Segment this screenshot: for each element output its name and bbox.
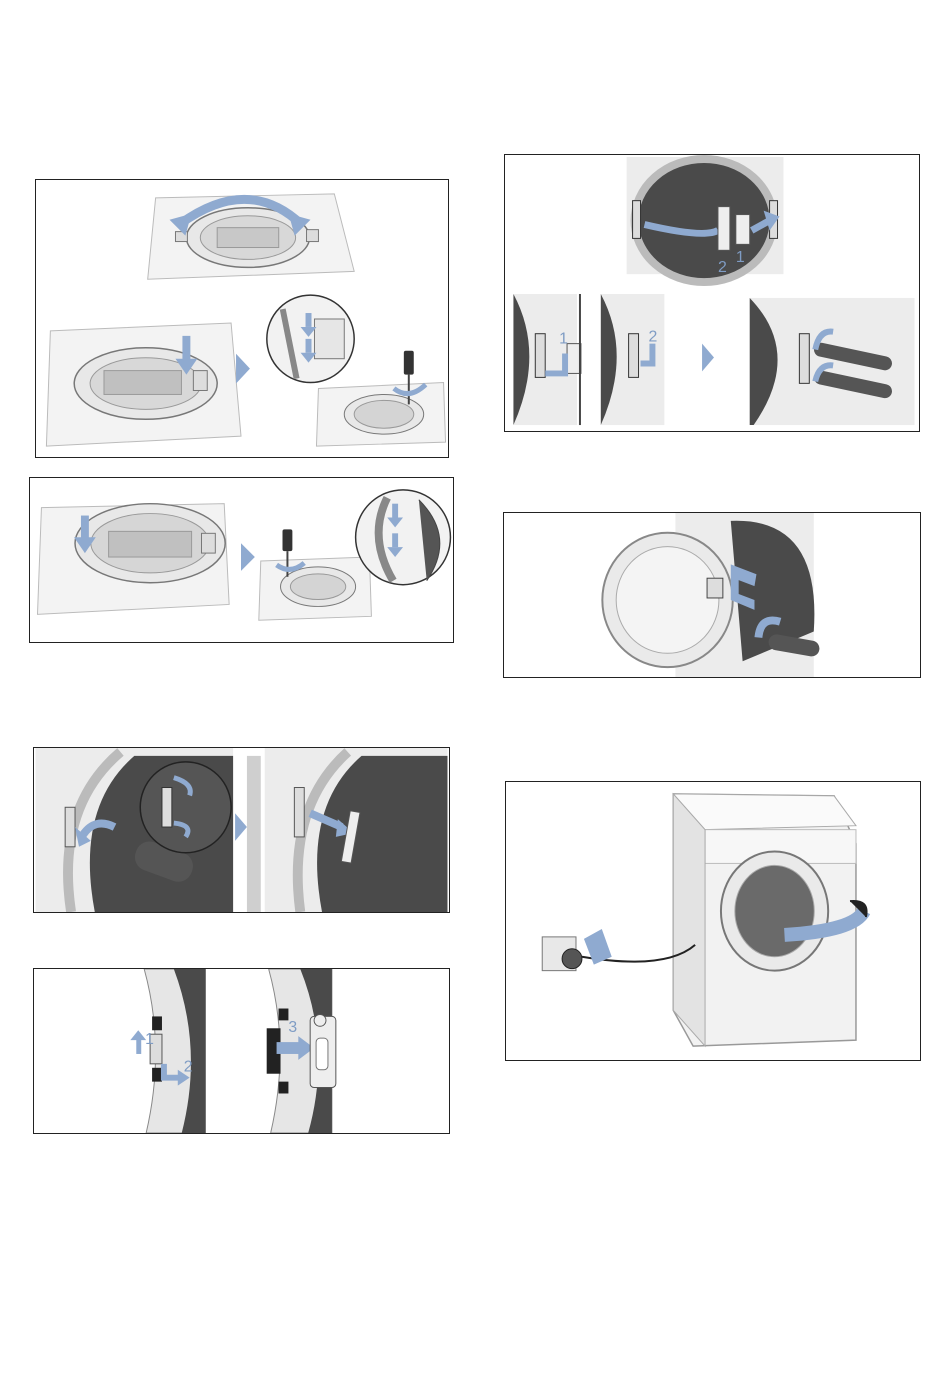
door-window-inner (109, 531, 192, 557)
press-arrow (392, 533, 398, 547)
step-number: 2 (184, 1059, 193, 1076)
panel-door-reattach (503, 512, 921, 678)
hinge-detail (162, 788, 172, 828)
hinge-plate (294, 788, 304, 837)
hinge-cover-slot (316, 1038, 328, 1070)
illustration-door-screw (30, 478, 453, 642)
hinge-slot (799, 334, 809, 384)
lift-arrow (136, 1038, 141, 1054)
step-chevron (235, 813, 247, 841)
panel-machine-finish (505, 781, 921, 1061)
separator (579, 294, 581, 425)
hinge-cover (567, 344, 581, 374)
door-glass (290, 574, 345, 600)
step-number: 1 (145, 1031, 154, 1048)
hinge-slot (629, 334, 639, 378)
slot (152, 1016, 162, 1030)
screwdriver-icon (283, 529, 293, 551)
door-window-inner (217, 228, 279, 248)
power-plug (562, 949, 582, 969)
door-glass (616, 547, 719, 654)
hinge-bracket (718, 207, 730, 251)
panel-hinge-cover: 1 2 3 (33, 968, 450, 1134)
slot (152, 1068, 162, 1082)
step-number: 2 (648, 329, 657, 346)
panel-hinge-pin (33, 747, 450, 913)
press-arrow-shaft (81, 516, 89, 540)
door-glass (735, 865, 814, 956)
hinge-cover (736, 215, 750, 245)
slot (279, 1009, 289, 1021)
step-number: 1 (736, 249, 745, 266)
separator (247, 756, 261, 912)
panel-door-flip (35, 179, 449, 458)
step-chevron (241, 543, 255, 571)
illustration-hinge-pin (34, 748, 449, 912)
illustration-hinge-cover: 1 2 3 (34, 969, 449, 1133)
hinge-slot (633, 201, 641, 239)
press-arrow-shaft (182, 336, 190, 360)
step-number: 2 (718, 259, 727, 276)
hinge (193, 371, 207, 391)
hinge (707, 578, 723, 598)
step-number: 1 (559, 331, 568, 348)
zoom-circle (140, 762, 231, 853)
press-arrow (306, 313, 312, 327)
illustration-machine-finish (506, 782, 920, 1060)
hinge-plate (65, 807, 75, 847)
panel-hinge-remove: 2 1 1 2 (504, 154, 920, 432)
screwdriver-icon (404, 351, 414, 375)
hinge (201, 533, 215, 553)
step-chevron (702, 344, 714, 372)
door-window-inner (104, 371, 181, 395)
machine-side (673, 794, 705, 1046)
hinge-cover-tab (314, 1014, 326, 1026)
panel-door-screw (29, 477, 454, 643)
illustration-hinge-remove: 2 1 1 2 (505, 155, 919, 431)
lift-arrow-head (130, 1030, 146, 1040)
step-chevron (236, 354, 250, 384)
illustration-door-reattach (504, 513, 920, 677)
drum-opening (635, 159, 774, 282)
hinge-right (307, 230, 319, 242)
illustration-door-flip (36, 180, 448, 457)
hinge-slot (535, 334, 545, 378)
door-glass (354, 400, 414, 428)
step-number: 3 (288, 1019, 297, 1036)
slot (279, 1082, 289, 1094)
press-arrow (306, 339, 312, 353)
press-arrow (392, 504, 398, 518)
hinge-detail (314, 319, 344, 359)
